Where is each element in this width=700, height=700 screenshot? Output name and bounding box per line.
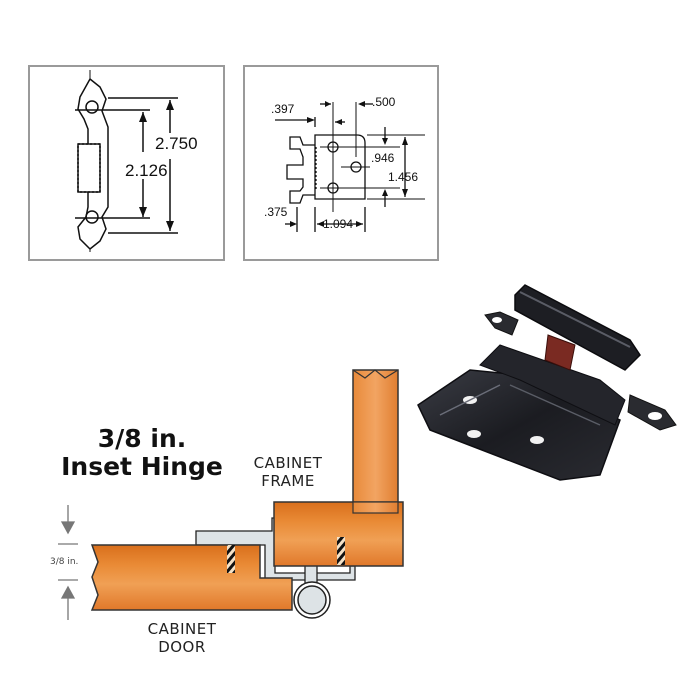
side-view-drawing (75, 70, 178, 252)
front-view-drawing (275, 101, 425, 232)
door-label-line-2: DOOR (158, 638, 206, 656)
title-line-1: 3/8 in. (97, 424, 187, 453)
dimension-plate-width: 1.094 (323, 217, 354, 231)
dimension-overall-height: 2.750 (155, 134, 198, 153)
cabinet-frame-label: CABINET FRAME (238, 454, 338, 490)
side-view-panel: 2.750 2.126 (28, 65, 225, 261)
inset-measurement-label: 3/8 in. (50, 557, 79, 567)
cabinet-door-label: CABINET DOOR (132, 620, 232, 656)
dimension-offset-b: .500 (372, 95, 396, 109)
dimension-plate-height: 1.456 (388, 170, 419, 184)
frame-label-line-1: CABINET (253, 454, 323, 472)
dimension-hole-spacing-v: .946 (371, 151, 395, 165)
frame-label-line-2: FRAME (261, 472, 315, 490)
door-label-line-1: CABINET (147, 620, 217, 638)
diagram-title: 3/8 in. Inset Hinge (52, 425, 232, 481)
front-view-panel: .397 .500 .946 1.456 .375 1.094 (243, 65, 439, 261)
title-line-2: Inset Hinge (61, 452, 223, 481)
dimension-hole-spacing: 2.126 (125, 161, 168, 180)
dimension-leaf-offset: .375 (264, 205, 288, 219)
dimension-offset-a: .397 (271, 102, 295, 116)
